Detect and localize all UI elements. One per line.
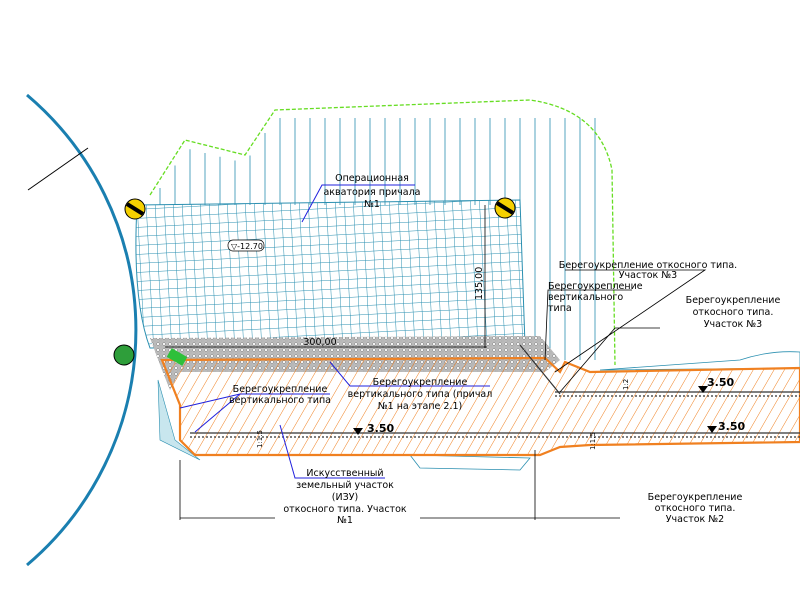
depth-mark: ▽-12.70 xyxy=(227,239,265,252)
turning-circle xyxy=(26,93,138,567)
boundary-line xyxy=(149,99,616,366)
aquatory-grid xyxy=(135,199,526,349)
svg-text:откосного типа.: откосного типа. xyxy=(693,307,774,318)
shore-strip xyxy=(157,379,201,461)
svg-text:Берегоукрепление: Берегоукрепление xyxy=(548,281,643,292)
svg-text:▽-12.70: ▽-12.70 xyxy=(231,242,263,251)
light-beacon-icon xyxy=(166,348,188,366)
slope-ratios: 1:1.5 1:1.5 1:2 xyxy=(256,379,630,450)
svg-text:откосного типа.: откосного типа. xyxy=(655,503,736,514)
slope2-label: Берегоукрепление откосного типа. Участок… xyxy=(648,492,743,525)
svg-text:(ИЗУ): (ИЗУ) xyxy=(332,492,358,503)
svg-text:вертикального: вертикального xyxy=(548,292,623,303)
slope3-right-label: Берегоукрепление откосного типа. Участок… xyxy=(686,295,781,330)
svg-text:№1: №1 xyxy=(337,515,353,526)
svg-text:Берегоукрепление: Берегоукрепление xyxy=(373,377,468,388)
svg-text:Берегоукрепление: Берегоукрепление xyxy=(233,384,328,395)
radius-arrow xyxy=(27,147,89,191)
svg-text:Искусственный: Искусственный xyxy=(306,468,383,479)
svg-text:Участок №3: Участок №3 xyxy=(619,270,677,281)
elevation-marks: 3.50 3.50 3.50 xyxy=(353,376,745,435)
svg-text:вертикального типа: вертикального типа xyxy=(229,395,331,406)
svg-text:1:1.5: 1:1.5 xyxy=(589,432,597,450)
svg-text:вертикального типа (причал: вертикального типа (причал xyxy=(348,389,493,400)
upper-water-area xyxy=(149,99,616,366)
svg-text:земельный участок: земельный участок xyxy=(296,480,394,491)
svg-text:Операционная: Операционная xyxy=(335,173,409,184)
vertical-berth-label: Берегоукрепление вертикального типа (при… xyxy=(348,377,493,412)
dimension-length: 300,00 xyxy=(303,337,336,348)
aquatory-label: Операционная акватория причала №1 xyxy=(323,173,420,210)
svg-text:Берегоукрепление: Берегоукрепление xyxy=(686,295,781,306)
svg-text:Участок №3: Участок №3 xyxy=(704,319,762,330)
slope3-top-label: Берегоукрепление откосного типа. Участок… xyxy=(559,260,737,281)
svg-text:1:1.5: 1:1.5 xyxy=(256,430,264,448)
svg-text:1:2: 1:2 xyxy=(622,379,630,390)
svg-text:Берегоукрепление: Берегоукрепление xyxy=(648,492,743,503)
svg-text:№1 на этапе 2.1): №1 на этапе 2.1) xyxy=(378,401,462,412)
dimension-lines xyxy=(165,205,660,520)
izu-label: Искусственный земельный участок (ИЗУ) от… xyxy=(283,468,407,526)
svg-text:3.50: 3.50 xyxy=(718,420,745,433)
buoy-icon xyxy=(113,344,135,366)
svg-text:№1: №1 xyxy=(364,199,380,210)
artificial-land-plot xyxy=(160,356,800,457)
buoy-icon xyxy=(124,198,146,220)
svg-text:акватория причала: акватория причала xyxy=(323,187,420,198)
leader-lines xyxy=(179,184,490,479)
svg-text:3.50: 3.50 xyxy=(367,422,394,435)
svg-text:Участок №2: Участок №2 xyxy=(666,514,724,525)
vertical-right-label: Берегоукрепление вертикального типа xyxy=(548,281,643,314)
svg-text:Берегоукрепление откосного тип: Берегоукрепление откосного типа. xyxy=(559,260,737,271)
vertical-left-label: Берегоукрепление вертикального типа xyxy=(229,384,331,406)
svg-text:типа: типа xyxy=(548,303,572,314)
berth-edge xyxy=(190,344,800,438)
buoy-icon xyxy=(494,197,516,219)
svg-text:откосного типа. Участок: откосного типа. Участок xyxy=(283,504,407,515)
dimension-width: 135,00 xyxy=(474,267,485,300)
svg-text:3.50: 3.50 xyxy=(707,376,734,389)
